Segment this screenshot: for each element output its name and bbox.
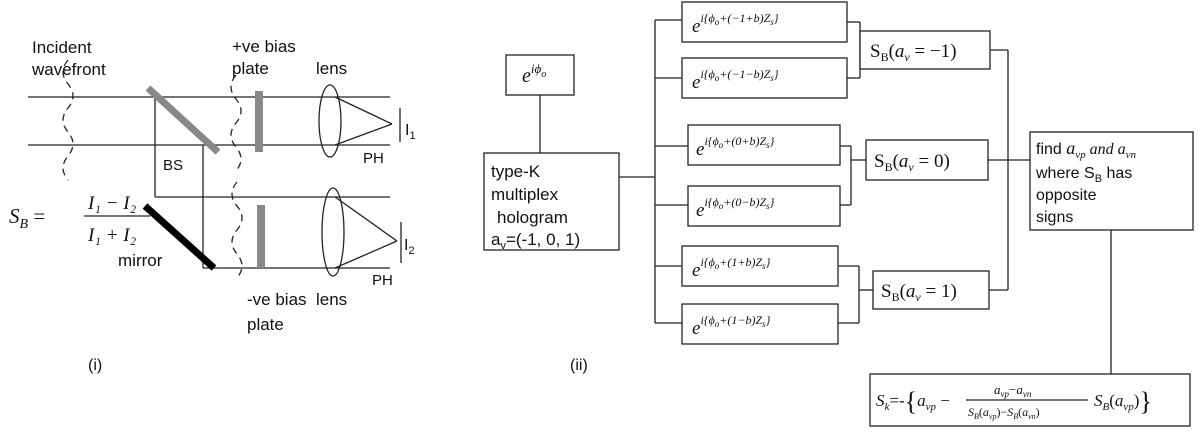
lens-bottom-label: lens <box>316 290 347 309</box>
final-formula-box: Sk=-{avp − avp−avn SB(avp)−SB(avn) SB(av… <box>869 373 1191 427</box>
plus-bias-plate <box>255 91 263 152</box>
sb-formula-denominator: I₁ + I₂ <box>87 225 137 246</box>
exp-box-3: ei{ϕo+(0+b)Zs} <box>687 124 841 166</box>
hologram-line-3: hologram <box>497 208 568 227</box>
svg-text:SB(av = 0): SB(av = 0) <box>874 151 950 174</box>
lens-bottom <box>321 187 345 277</box>
svg-text:SB(av = 1): SB(av = 1) <box>881 281 957 304</box>
exp-box-2: ei{ϕo+(−1−b)Zs} <box>681 57 848 99</box>
pair-bracket-2 <box>840 145 866 206</box>
sb-box-minus1: SB(av = −1) <box>859 30 991 70</box>
hologram-box <box>483 152 620 251</box>
sb-formula-numerator: I₁ − I₂ <box>87 193 137 214</box>
incident-label-1: Incident <box>32 38 92 57</box>
sb-formula: SB = I₁ − I₂ I₁ + I₂ <box>9 193 150 246</box>
focus-bottom-a <box>334 196 398 242</box>
incident-label-2: wavefront <box>31 60 106 79</box>
hologram-line-1: type-K <box>491 162 541 181</box>
pair-bracket-1 <box>847 21 861 79</box>
sb-box-0: SB(av = 0) <box>865 139 989 181</box>
wavefront-wave-2 <box>230 74 242 172</box>
svg-text:opposite: opposite <box>1036 187 1097 204</box>
hologram-line-2: multiplex <box>491 185 559 204</box>
svg-text:SB(av = −1): SB(av = −1) <box>870 41 957 64</box>
focus-top-b <box>334 123 393 146</box>
ph-bottom-label: PH <box>372 272 393 289</box>
minus-bias-plate <box>257 205 265 268</box>
plus-bias-label-1: +ve bias <box>232 37 296 56</box>
find-box: find avp and avn where SB has opposite s… <box>1029 131 1194 231</box>
mirror-label: mirror <box>118 251 163 270</box>
minus-bias-label-1: -ve bias <box>247 290 307 309</box>
focus-bottom-b <box>334 240 398 269</box>
lens-top-label: lens <box>316 59 347 78</box>
svg-text:find avp and avn: find avp and avn <box>1036 138 1137 161</box>
phase-input-box <box>505 54 575 96</box>
focus-top-a <box>334 96 393 125</box>
pair-bracket-3 <box>838 265 873 324</box>
ph-top-label: PH <box>363 150 384 167</box>
mirror <box>142 203 217 271</box>
minus-bias-label-2: plate <box>247 315 284 334</box>
exp-box-5: ei{ϕo+(1+b)Zs} <box>681 245 839 287</box>
lens-top <box>318 84 342 158</box>
svg-text:where SB has: where SB has <box>1035 165 1132 185</box>
svg-text:SB(avp)−SB(avn): SB(avp)−SB(avn) <box>968 405 1040 421</box>
sb-formula-lhs: SB = <box>9 204 45 232</box>
sb-box-1: SB(av = 1) <box>872 270 990 310</box>
bs-label: BS <box>163 157 183 174</box>
detector-i2: I2 <box>404 237 415 257</box>
flowchart: (ii) eiϕo type-K multiplex hologram av=(… <box>483 1 1194 427</box>
exp-box-4: ei{ϕo+(0−b)Zs} <box>687 185 841 227</box>
exp-box-1: ei{ϕo+(−1+b)Zs} <box>681 1 848 43</box>
plus-bias-label-2: plate <box>232 59 269 78</box>
detector-i1: I1 <box>405 122 416 142</box>
beam-splitter <box>145 85 221 155</box>
optical-setup: Incident wavefront BS mirror +ve bias pl… <box>9 37 416 374</box>
exp-box-6: ei{ϕo+(1−b)Zs} <box>681 303 839 345</box>
panel-label-i: (i) <box>88 357 102 374</box>
panel-label-ii: (ii) <box>570 357 588 374</box>
hologram-line-4: av=(-1, 0, 1) <box>491 230 580 252</box>
wavefront-wave-3 <box>231 181 243 279</box>
wavefront-wave-1 <box>62 59 74 181</box>
svg-text:signs: signs <box>1036 209 1073 226</box>
